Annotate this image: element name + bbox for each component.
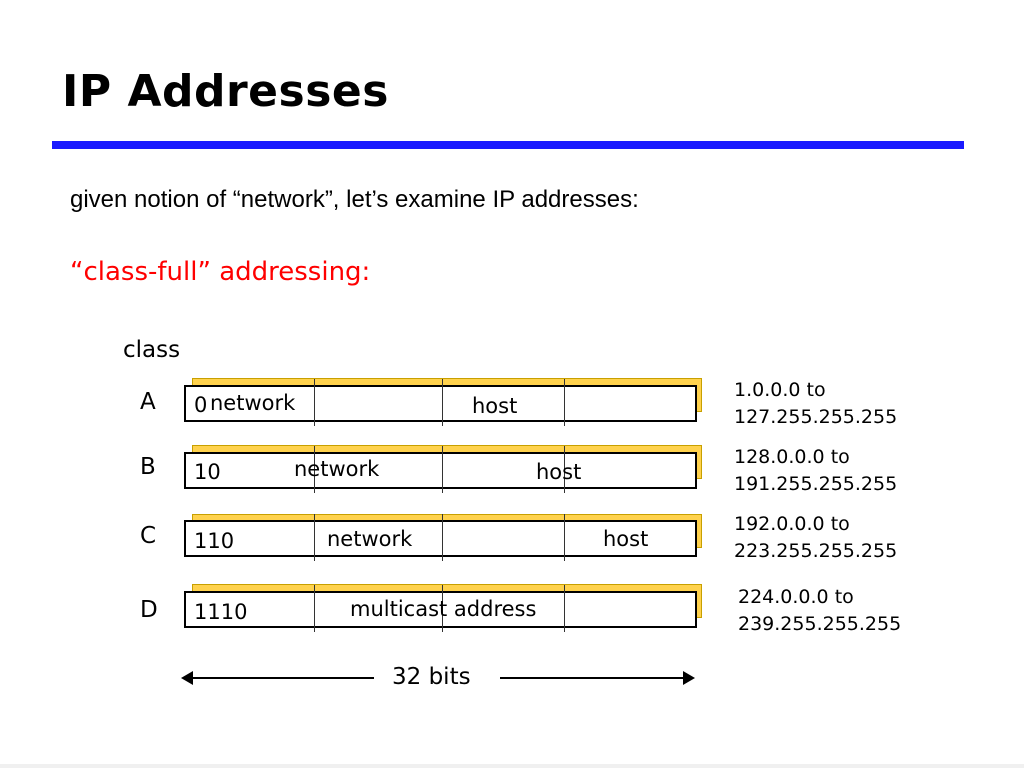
class-d-range-start: 224.0.0.0 to <box>738 586 854 608</box>
subheading: “class-full” addressing: <box>70 257 371 287</box>
bit-divider <box>314 514 315 561</box>
bits-span-line-right <box>500 677 684 679</box>
class-c-range-start: 192.0.0.0 to <box>734 513 850 535</box>
class-a-letter: A <box>140 389 156 415</box>
class-b-prefix-bits: 10 <box>194 460 221 484</box>
class-a-prefix-bits: 0 <box>194 393 208 417</box>
bits-span-line-left <box>192 677 374 679</box>
class-d-letter: D <box>140 597 158 623</box>
bit-divider <box>314 585 315 632</box>
bit-divider <box>314 446 315 493</box>
class-c-network-field: network <box>327 527 413 551</box>
class-c-prefix-bits: 110 <box>194 529 235 553</box>
class-d-address-box: 1110 multicast address <box>184 585 697 632</box>
class-b-letter: B <box>140 454 156 480</box>
class-a-range-start: 1.0.0.0 to <box>734 379 826 401</box>
bit-divider <box>564 446 565 493</box>
class-c-range-end: 223.255.255.255 <box>734 540 898 562</box>
bit-divider <box>442 379 443 426</box>
class-d-range-end: 239.255.255.255 <box>738 613 902 635</box>
class-b-range-end: 191.255.255.255 <box>734 473 898 495</box>
class-b-range-start: 128.0.0.0 to <box>734 446 850 468</box>
intro-text: given notion of “network”, let’s examine… <box>70 186 639 213</box>
title-divider <box>52 141 964 149</box>
bit-divider <box>442 585 443 632</box>
bit-divider <box>314 379 315 426</box>
class-c-range: 192.0.0.0 to 223.255.255.255 <box>734 511 897 565</box>
class-a-range: 1.0.0.0 to 127.255.255.255 <box>734 377 897 431</box>
class-a-network-field: network <box>210 391 296 415</box>
class-d-multicast-field: multicast address <box>350 597 537 621</box>
right-arrow-icon <box>683 671 695 685</box>
bits-size-label: 32 bits <box>392 664 471 690</box>
class-a-host-field: host <box>472 394 518 418</box>
class-b-range: 128.0.0.0 to 191.255.255.255 <box>734 444 897 498</box>
bit-divider <box>564 379 565 426</box>
class-b-host-field: host <box>536 460 582 484</box>
class-d-range: 224.0.0.0 to 239.255.255.255 <box>738 584 901 638</box>
bit-divider <box>442 446 443 493</box>
class-a-range-end: 127.255.255.255 <box>734 406 898 428</box>
class-c-address-box: 110 network host <box>184 514 697 561</box>
class-d-prefix-bits: 1110 <box>194 600 248 624</box>
slide-footer-strip <box>0 764 1024 768</box>
bit-divider <box>564 514 565 561</box>
class-a-address-box: 0 network host <box>184 379 697 426</box>
class-c-letter: C <box>140 523 157 549</box>
left-arrow-icon <box>181 671 193 685</box>
bit-divider <box>442 514 443 561</box>
class-c-host-field: host <box>603 527 649 551</box>
class-b-network-field: network <box>294 457 380 481</box>
page-title: IP Addresses <box>62 66 389 117</box>
class-b-address-box: 10 network host <box>184 446 697 493</box>
bit-divider <box>564 585 565 632</box>
class-column-label: class <box>123 337 181 363</box>
